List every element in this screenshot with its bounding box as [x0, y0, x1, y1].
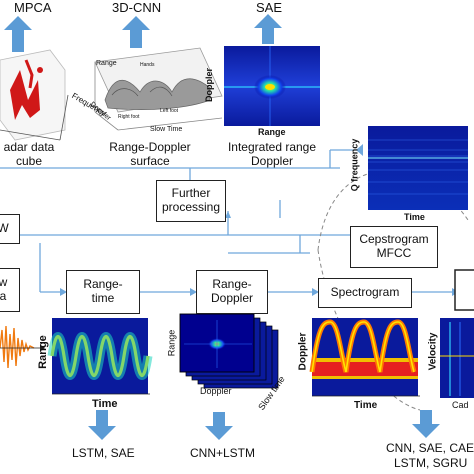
left-box-raw-label: w a — [0, 275, 8, 303]
further-processing-box: Further processing — [156, 180, 226, 222]
range-time-label: Range- time — [83, 277, 123, 305]
sp-axis-time: Time — [354, 400, 378, 411]
down-arrow-cnn-list — [412, 410, 440, 438]
cepstrogram-label: Cepstrogram MFCC — [359, 232, 429, 260]
connectors — [0, 167, 452, 293]
cnn-list-line1: CNN, SAE, CAE, — [386, 441, 474, 455]
rd-frames-axis-range: Range — [166, 329, 177, 357]
rd-axis-range: Range — [96, 60, 117, 67]
left-box-w-label: W — [0, 221, 9, 236]
spectrogram-label: Spectrogram — [330, 285, 400, 300]
cepstrogram-box: Cepstrogram MFCC — [350, 226, 438, 268]
spectrogram-box: Spectrogram — [318, 278, 412, 308]
range-time-image — [47, 318, 153, 395]
rd-annot-leftfoot: Left foot — [160, 108, 179, 114]
down-arrow-lstm-sae — [88, 410, 116, 440]
left-box-raw: w a — [0, 268, 20, 312]
radar-cube-image — [0, 49, 69, 141]
rd-frames-image — [179, 313, 279, 389]
rd-annot-hands: Hands — [140, 62, 155, 68]
further-processing-label: Further processing — [161, 186, 221, 214]
raw-signal-image — [0, 320, 45, 376]
mpca-label: MPCA — [14, 0, 52, 15]
cnn-list-line2: LSTM, SGRU — [394, 456, 468, 470]
rt-axis-range: Range — [36, 335, 49, 369]
radar-cube-caption: adar data cube — [3, 140, 55, 168]
lstm-sae-label: LSTM, SAE — [72, 446, 135, 460]
ird-axis-range: Range — [258, 127, 286, 137]
rd-frames-axis-doppler: Doppler — [200, 386, 232, 396]
range-doppler-label: Range- Doppler — [210, 277, 254, 305]
cepstrogram-image — [368, 126, 468, 210]
sp-axis-doppler: Doppler — [297, 332, 309, 371]
ird-caption: Integrated range Doppler — [227, 140, 317, 168]
up-arrow-sae — [254, 14, 282, 44]
rt-axis-time: Time — [92, 398, 118, 410]
sae-label: SAE — [256, 0, 283, 15]
cad-axis-velocity: Velocity — [427, 332, 439, 371]
rd-axis-slowtime: Slow Time — [150, 126, 183, 133]
spectrogram-image — [309, 318, 420, 397]
cadence-box-partial — [454, 269, 474, 311]
ird-axis-doppler: Doppler — [204, 67, 215, 103]
cadence-image — [440, 318, 474, 398]
3dcnn-label: 3D-CNN — [112, 0, 162, 15]
rd-surface-caption: Range-Doppler surface — [109, 140, 191, 168]
cnn-lstm-label: CNN+LSTM — [190, 446, 256, 460]
up-arrow-mpca — [4, 16, 32, 52]
rd-surface-image — [94, 47, 223, 131]
range-doppler-box: Range- Doppler — [196, 270, 268, 314]
up-arrow-3dcnn — [122, 16, 150, 48]
cep-axis-time: Time — [404, 212, 425, 222]
rd-annot-rightfoot: Right foot — [118, 114, 140, 120]
cep-axis-qfreq: Q frequency — [349, 138, 360, 192]
down-arrow-cnn-lstm — [205, 412, 233, 440]
range-time-box: Range- time — [66, 270, 140, 314]
ird-image — [224, 46, 320, 126]
cad-axis-cad: Cad — [452, 400, 469, 410]
left-box-w: W — [0, 214, 20, 244]
